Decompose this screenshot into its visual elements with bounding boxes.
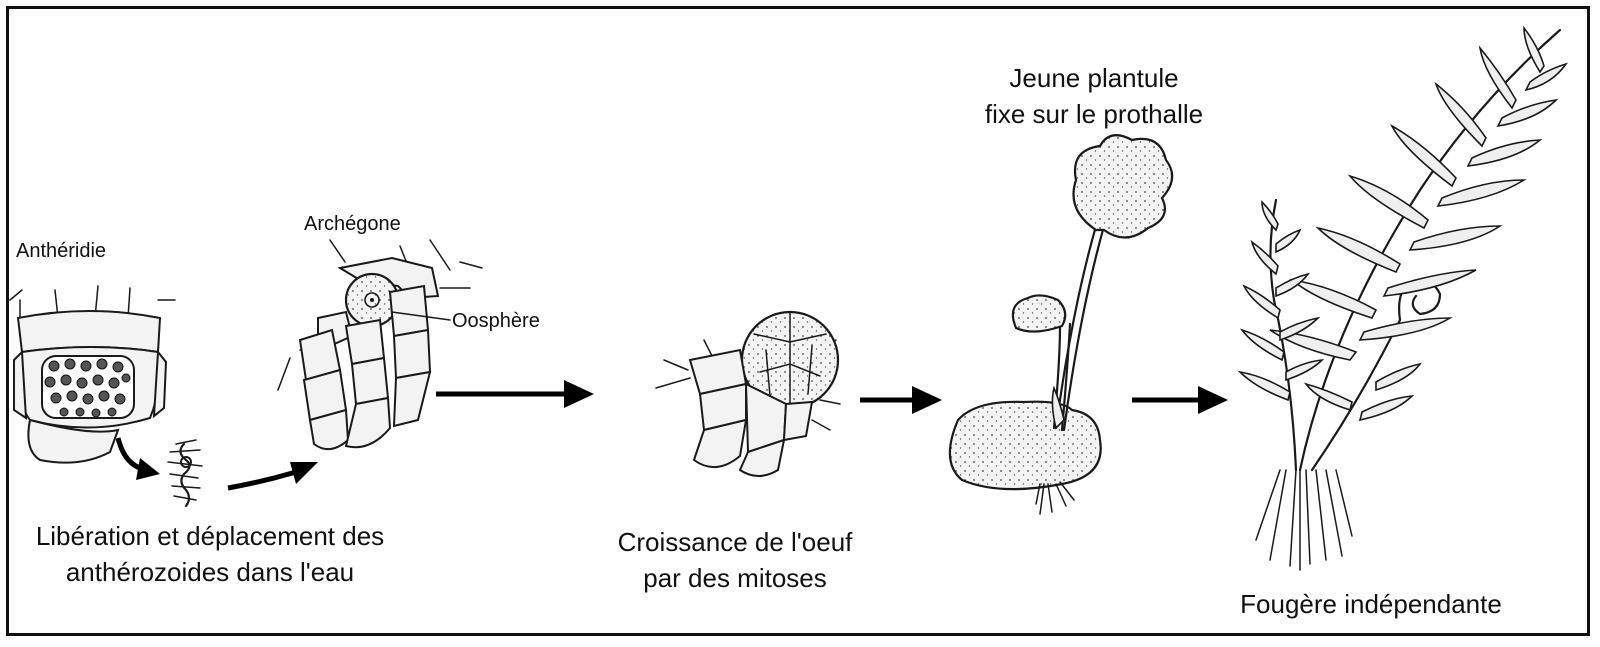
- arrow-2: [860, 386, 942, 414]
- label-croissance-line2: par des mitoses: [643, 563, 827, 593]
- embryo-drawing: [655, 310, 841, 477]
- label-plantule: Jeune plantule fixe sur le prothalle: [974, 60, 1214, 132]
- curved-arrow-1: [115, 437, 160, 480]
- label-liberation-line1: Libération et déplacement des: [35, 521, 385, 551]
- label-croissance-line1: Croissance de l'oeuf: [617, 527, 853, 557]
- fern-drawing: [1237, 25, 1568, 571]
- arrow-3: [1132, 386, 1228, 414]
- plantlet-drawing: [948, 134, 1174, 515]
- label-plantule-line2: fixe sur le prothalle: [984, 99, 1204, 129]
- label-plantule-line1: Jeune plantule: [1009, 63, 1179, 93]
- label-oosphere: Oosphère: [452, 310, 540, 332]
- label-antheridie: Anthéridie: [16, 240, 107, 262]
- label-liberation: Libération et déplacement des anthérozoi…: [10, 518, 410, 590]
- spermatozoid-drawing: [167, 439, 203, 508]
- archegonium-drawing: [277, 239, 483, 451]
- arrow-1: [436, 380, 594, 408]
- label-archegone: Archégone: [304, 213, 401, 235]
- label-fougere: Fougère indépendante: [1240, 589, 1502, 619]
- antheridium-drawing: [9, 285, 176, 464]
- label-liberation-line2: anthérozoides dans l'eau: [65, 557, 355, 587]
- curved-arrow-2: [227, 462, 318, 491]
- label-croissance: Croissance de l'oeuf par des mitoses: [590, 524, 880, 596]
